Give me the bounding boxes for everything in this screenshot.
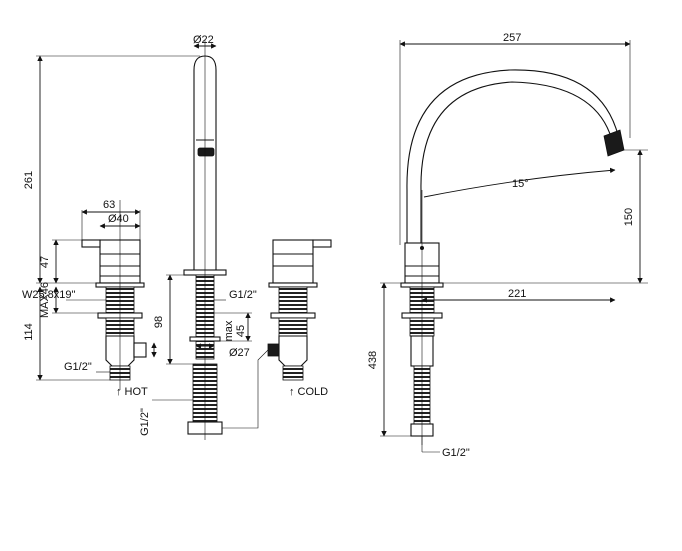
label-h47: 47: [39, 256, 51, 268]
cold-valve-lever: [312, 239, 332, 248]
label-hot: ↑ HOT: [116, 386, 148, 398]
label-d27: Ø27: [229, 347, 250, 359]
label-g12-vertical: G1/2": [139, 408, 151, 436]
label-h261: 261: [23, 171, 35, 189]
side-view-outlet: [603, 129, 625, 157]
label-h98: 98: [153, 316, 165, 328]
cold-valve-nut: [270, 312, 316, 319]
label-g12-right: G1/2": [442, 447, 470, 459]
side-view: [400, 69, 625, 445]
cold-valve-thread: [278, 286, 308, 314]
label-thread: W25,8x19": [22, 289, 76, 301]
cold-valve-handle-body: [272, 239, 314, 284]
cold-valve-inlet: [282, 365, 304, 381]
label-h438: 438: [367, 351, 379, 369]
hot-valve-lever: [81, 239, 101, 248]
cold-valve: [267, 239, 332, 381]
label-angle15: 15°: [512, 178, 529, 190]
side-view-spout: [406, 69, 619, 246]
cold-valve-rosette: [268, 282, 318, 288]
center-spout-aerator: [197, 147, 215, 157]
label-cold: ↑ COLD: [289, 386, 328, 398]
label-max46: MAX46: [39, 282, 51, 318]
cold-valve-outlet: [267, 343, 280, 357]
dimension-lines: [36, 40, 648, 453]
label-max45-val: 45: [235, 325, 247, 337]
label-max45-max: max: [223, 320, 235, 341]
hot-valve: [81, 200, 147, 390]
cold-valve-lower-thread: [278, 317, 308, 337]
hose-connection-line: [222, 349, 269, 429]
label-w221: 221: [508, 288, 526, 300]
label-h150: 150: [623, 208, 635, 226]
label-d22: Ø22: [193, 34, 214, 46]
label-h114: 114: [23, 323, 35, 341]
label-w257: 257: [503, 32, 521, 44]
cold-valve-elbow: [278, 335, 308, 367]
center-spout: [183, 40, 227, 440]
label-w63: 63: [103, 199, 115, 211]
label-g12-left: G1/2": [64, 361, 92, 373]
label-d40: Ø40: [108, 213, 129, 225]
hot-valve-outlet: [133, 342, 147, 358]
label-g12-mid: G1/2": [229, 289, 257, 301]
dimension-labels: Ø22 261 63 Ø40 47 MAX46 W25,8x19" 114 G1…: [22, 32, 635, 459]
